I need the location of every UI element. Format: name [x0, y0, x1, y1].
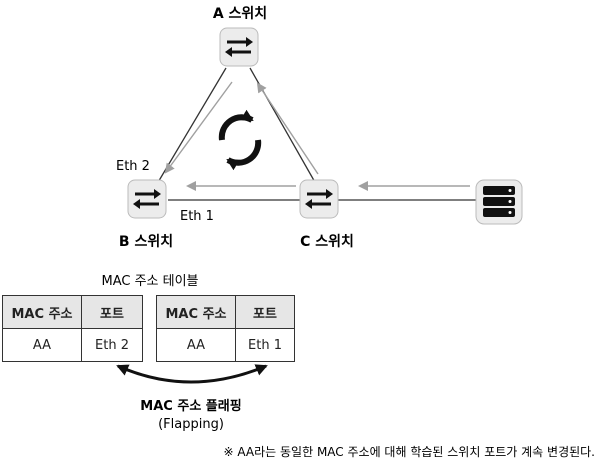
switch-a-icon — [219, 27, 259, 67]
col-port: 포트 — [235, 295, 295, 329]
flapping-sublabel: (Flapping) — [158, 417, 224, 432]
col-port: 포트 — [81, 295, 143, 329]
arrow-c-to-a — [256, 82, 319, 175]
port-value: Eth 2 — [81, 328, 143, 362]
col-mac: MAC 주소 — [156, 295, 236, 329]
mac-table-right: MAC 주소 포트 AA Eth 1 — [156, 295, 295, 362]
link-a-b — [156, 67, 227, 185]
flapping-label: MAC 주소 플래핑 — [140, 398, 241, 414]
mac-value: AA — [156, 328, 236, 362]
footnote: ※ AA라는 동일한 MAC 주소에 대해 학습된 스위치 포트가 계속 변경된… — [224, 445, 596, 459]
switch-b-icon — [127, 179, 167, 219]
port-value: Eth 1 — [235, 328, 295, 362]
switch-b-label: B 스위치 — [119, 234, 173, 250]
server-icon — [475, 179, 523, 225]
port-eth2-label: Eth 2 — [116, 159, 150, 174]
link-a-c — [249, 67, 317, 185]
flow-arrows — [164, 81, 470, 191]
mac-value: AA — [2, 328, 82, 362]
arrow-a-to-b — [164, 81, 233, 174]
switch-a-label: A 스위치 — [213, 6, 267, 22]
loop-arrows-icon — [218, 109, 262, 171]
table-row: AA Eth 2 — [2, 328, 143, 362]
table-row: AA Eth 1 — [156, 328, 295, 362]
switch-c-icon — [299, 179, 339, 219]
switch-c-label: C 스위치 — [300, 234, 354, 250]
mac-table-left: MAC 주소 포트 AA Eth 2 — [2, 295, 143, 362]
mac-table-left-header: MAC 주소 포트 — [2, 295, 143, 329]
mac-table-right-header: MAC 주소 포트 — [156, 295, 295, 329]
mac-table-title: MAC 주소 테이블 — [101, 274, 198, 289]
col-mac: MAC 주소 — [2, 295, 82, 329]
port-eth1-label: Eth 1 — [180, 209, 214, 224]
flapping-arrow — [116, 364, 268, 384]
